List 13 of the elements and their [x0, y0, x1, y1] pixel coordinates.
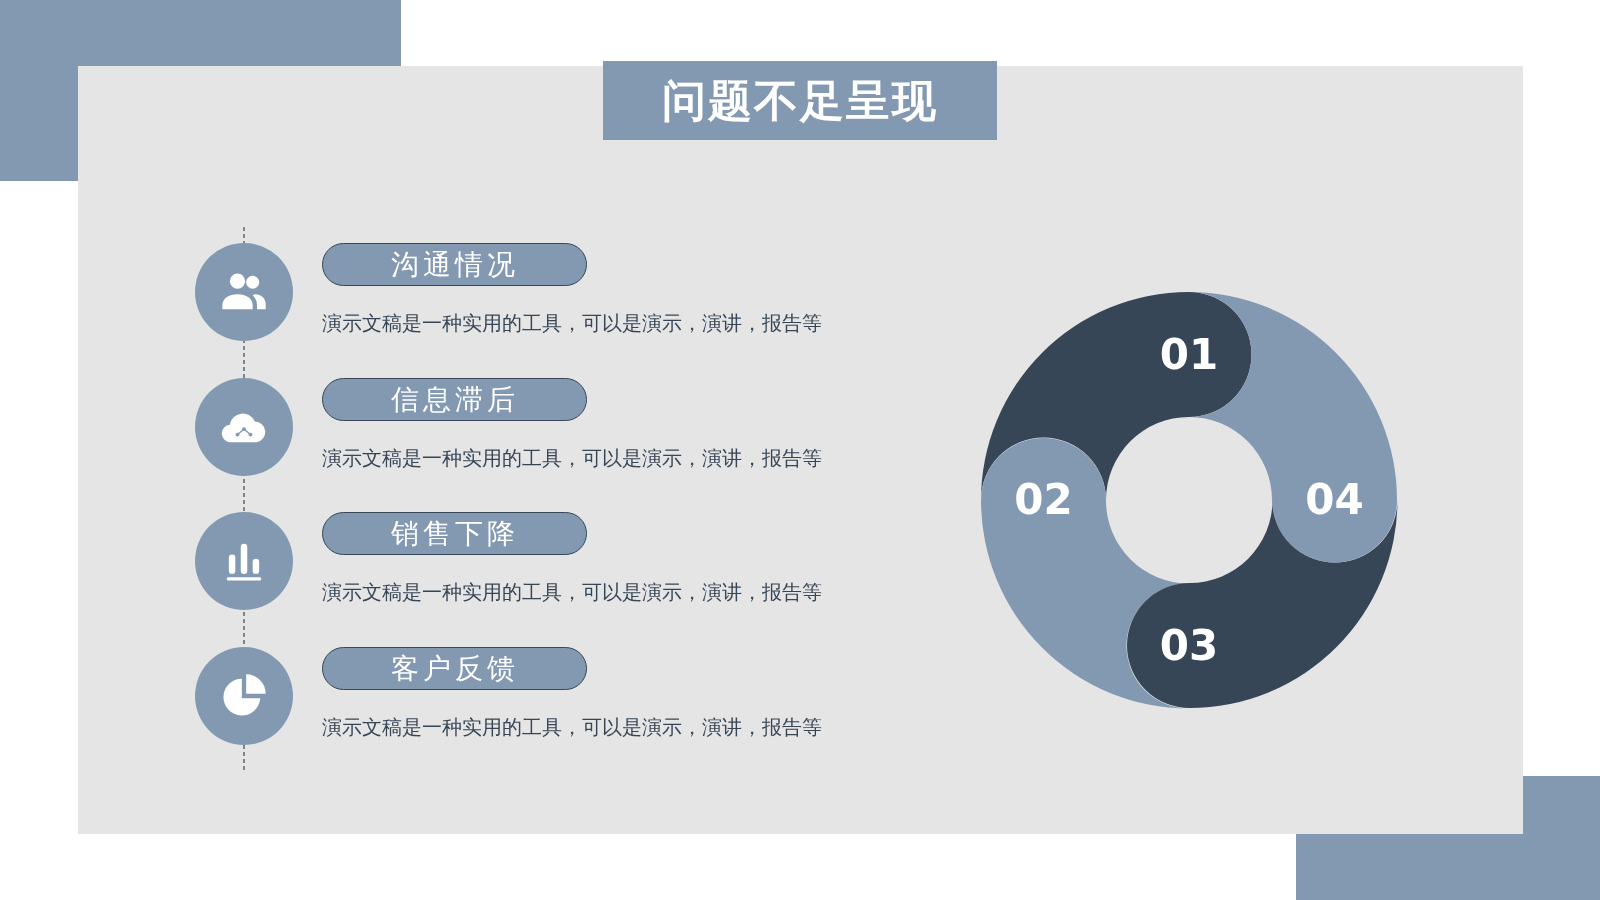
- title-pill: 销售下降: [322, 512, 587, 555]
- title-pill: 客户反馈: [322, 647, 587, 690]
- title-banner: 问题不足呈现: [603, 61, 997, 140]
- description-text: 演示文稿是一种实用的工具，可以是演示，演讲，报告等: [322, 310, 822, 337]
- segment-number: 02: [1014, 479, 1073, 521]
- segment-number: 04: [1305, 479, 1364, 521]
- description-text: 演示文稿是一种实用的工具，可以是演示，演讲，报告等: [322, 714, 822, 741]
- description-text: 演示文稿是一种实用的工具，可以是演示，演讲，报告等: [322, 445, 822, 472]
- title-pill: 信息滞后: [322, 378, 587, 421]
- segment-number: 03: [1159, 624, 1219, 667]
- segment-number: 01: [1159, 333, 1219, 376]
- title-pill: 沟通情况: [322, 243, 587, 286]
- description-text: 演示文稿是一种实用的工具，可以是演示，演讲，报告等: [322, 579, 822, 606]
